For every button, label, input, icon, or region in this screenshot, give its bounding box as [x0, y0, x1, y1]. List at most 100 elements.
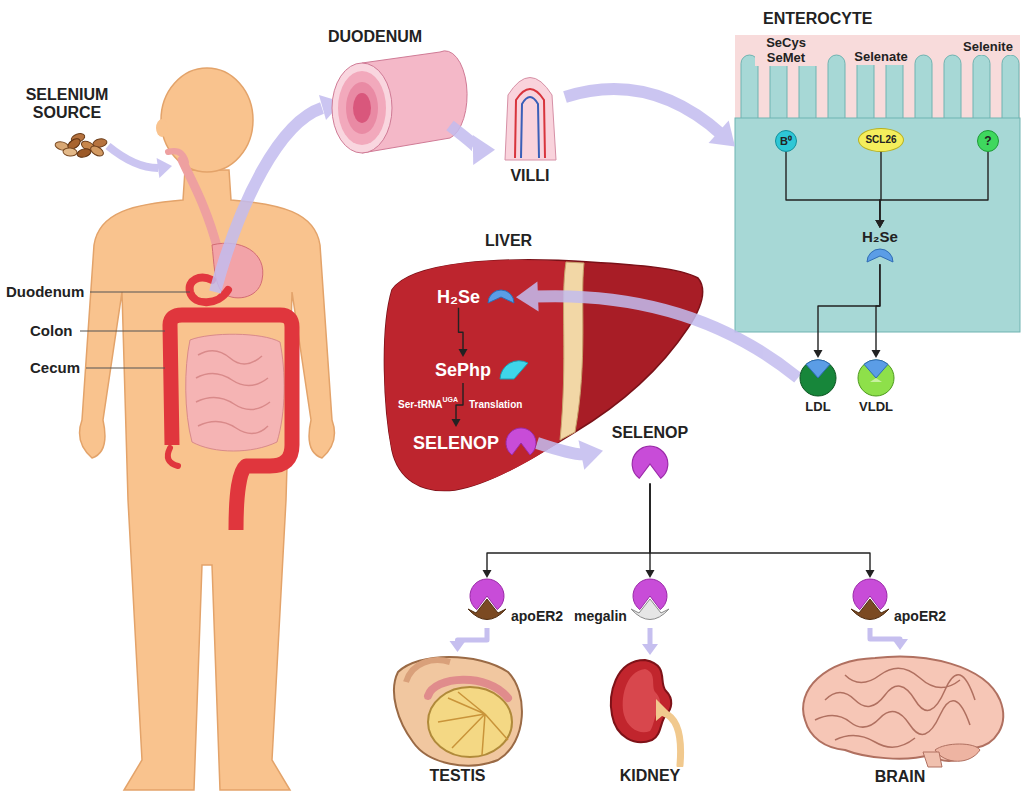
- receptor-icon: [848, 578, 892, 624]
- molecule-icon: [497, 357, 531, 383]
- arrow-head: [875, 220, 884, 228]
- leader-line: [80, 292, 190, 368]
- lipoprotein-particle: [856, 358, 896, 398]
- organ-illustration: [815, 668, 975, 747]
- receptor-icon: [628, 578, 672, 624]
- molecule-icon: [865, 248, 895, 264]
- receptor-icon: [465, 578, 509, 624]
- arrow-head: [875, 220, 884, 228]
- duodenum-tube: [332, 63, 392, 153]
- seed-pile: [76, 147, 92, 158]
- arrow-head: [450, 641, 466, 652]
- arrow-head: [709, 121, 735, 147]
- molecule-icon: [631, 445, 669, 483]
- flow-arrow: [108, 146, 158, 168]
- selenide-pool: H₂Se: [862, 228, 898, 264]
- annotation-label: UGA: [442, 396, 458, 404]
- selenop-synthesis: SELENOP: [413, 427, 537, 459]
- enterocyte-drawing: [735, 118, 1020, 332]
- villus: [521, 97, 539, 158]
- annotation-label: Translation: [469, 399, 522, 411]
- node-text: apoER2: [511, 608, 563, 624]
- enterocyte-drawing: [735, 35, 1020, 130]
- node-text: SCL26: [865, 135, 896, 145]
- connector: [452, 383, 464, 427]
- node-text: VILLI: [510, 167, 549, 185]
- lipoprotein: VLDL: [856, 358, 896, 415]
- duodenum-tube: [338, 71, 386, 145]
- arrow-head: [814, 350, 823, 358]
- node-text: VLDL: [859, 400, 893, 415]
- node-text: Selenate: [852, 50, 909, 65]
- arrow-head: [452, 419, 461, 427]
- node-text: ?: [984, 135, 991, 147]
- villus: VILLI: [495, 75, 565, 185]
- organ-illustration: [388, 652, 528, 767]
- transporter: SeCys SeMetB⁰: [755, 36, 817, 152]
- duodenum-tube: [353, 93, 371, 123]
- molecule-icon: [505, 427, 537, 459]
- organ-illustration: [428, 680, 508, 698]
- organ-illustration: [600, 655, 700, 767]
- connector: [642, 628, 658, 655]
- molecule-icon: [505, 427, 537, 459]
- annotation-label: Ser-tRNA: [398, 399, 442, 411]
- organ-illustration: [785, 650, 1015, 768]
- connector-line: [880, 152, 988, 222]
- lipoprotein-particle: [858, 360, 894, 396]
- molecule-icon: [865, 248, 895, 264]
- connector: [459, 308, 468, 357]
- node-text: KIDNEY: [620, 767, 680, 785]
- arrow-head: [892, 639, 908, 650]
- organ-illustration: [438, 692, 508, 755]
- receptor-icon: [468, 599, 506, 620]
- digestive-tract: [186, 334, 284, 451]
- flow-arrow: [215, 108, 322, 292]
- seed-pile: [63, 147, 78, 156]
- flow-arrow: [157, 158, 172, 178]
- transporter: SelenateSCL26: [848, 50, 914, 152]
- arrow-head: [483, 570, 492, 578]
- selenium-source: SELENIUM SOURCE: [12, 86, 122, 123]
- organ-illustration: [611, 660, 671, 742]
- seed-pile: [54, 132, 107, 159]
- liver-drawing: [560, 262, 584, 440]
- receptor-icon: [628, 578, 672, 624]
- enterocyte-cell: ENTEROCYTESeCys SeMetB⁰SelenateSCL26Sele…: [735, 10, 1020, 335]
- villus: [505, 78, 556, 161]
- connector-line: [565, 89, 722, 135]
- node-text: SeCys SeMet: [755, 36, 817, 66]
- molecule-icon: [486, 289, 516, 305]
- arrow-head: [866, 570, 875, 578]
- node-text: B⁰: [780, 136, 792, 147]
- organ-illustration: [623, 669, 660, 732]
- human-body: [80, 170, 335, 790]
- annotation-label: Colon: [30, 322, 73, 340]
- villus: [515, 89, 545, 158]
- node-text: SELENOP: [413, 433, 499, 454]
- molecule-icon: [486, 289, 516, 305]
- selenop-protein: SELENOP: [603, 424, 697, 483]
- connector-line: [876, 264, 880, 351]
- connector: [814, 264, 880, 358]
- molecule-icon: [506, 428, 536, 455]
- molecule-icon: [500, 361, 528, 379]
- connector-line: [459, 308, 464, 351]
- digestive-tract: [168, 151, 292, 530]
- molecule-icon: [488, 290, 514, 303]
- node-text: apoER2: [894, 608, 946, 624]
- lipoprotein: LDL: [798, 358, 838, 415]
- connector-line: [650, 483, 870, 571]
- arrow-head: [459, 349, 468, 357]
- connector: [786, 152, 884, 228]
- target-organ: BRAIN: [780, 650, 1020, 786]
- selenophosphate: SePhp: [435, 357, 531, 383]
- node-text: LDL: [805, 400, 830, 415]
- molecule-icon: [867, 249, 893, 262]
- molecule-icon: [497, 357, 531, 383]
- node-text: H₂Se: [437, 287, 480, 308]
- villus: [505, 78, 556, 161]
- node-text: SePhp: [435, 360, 491, 381]
- arrow-head: [642, 644, 658, 655]
